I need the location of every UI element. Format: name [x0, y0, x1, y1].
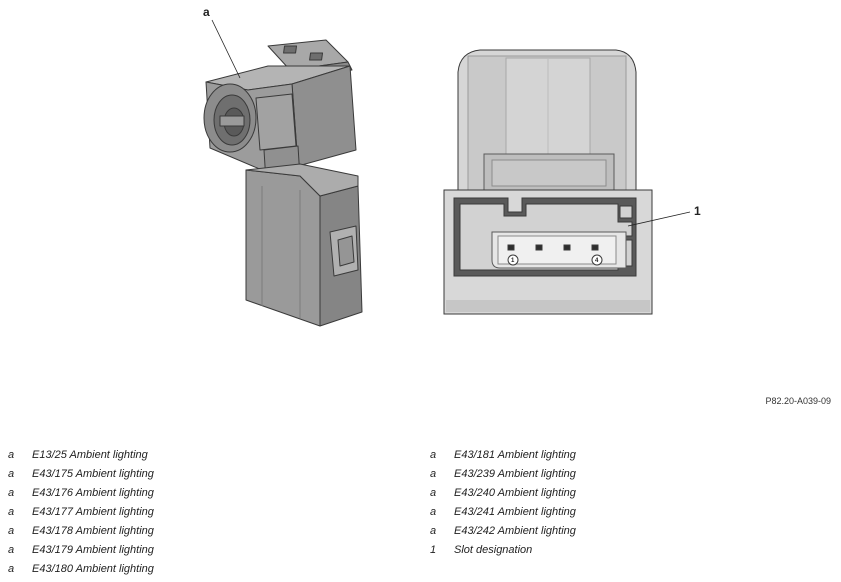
legend-item: a E43/240 Ambient lighting: [430, 484, 576, 503]
connector-front-view: [443, 49, 653, 315]
connector-isometric-view: [203, 39, 363, 327]
legend-key: a: [8, 544, 15, 556]
legend-text: E43/179 Ambient lighting: [32, 544, 154, 556]
legend-text: E43/240 Ambient lighting: [454, 487, 576, 499]
legend-text: E13/25 Ambient lighting: [32, 449, 148, 461]
callout-a: a: [203, 5, 210, 19]
legend-item: a E13/25 Ambient lighting: [8, 446, 154, 465]
legend-text: Slot designation: [454, 544, 533, 556]
legend-item: 1 Slot designation: [430, 541, 576, 560]
legend-item: a E43/242 Ambient lighting: [430, 522, 576, 541]
legend-text: E43/176 Ambient lighting: [32, 487, 154, 499]
leader-line-1: [627, 211, 691, 227]
callout-1: 1: [694, 204, 701, 218]
pin-label-4: 4: [595, 258, 599, 264]
legend-text: E43/178 Ambient lighting: [32, 525, 154, 537]
legend-text: E43/181 Ambient lighting: [454, 449, 576, 461]
connector-diagram: a 1 4 1: [203, 5, 701, 327]
legend-item: a E43/177 Ambient lighting: [8, 503, 154, 522]
pin-label-1: 1: [511, 258, 515, 264]
legend-key: a: [8, 525, 15, 537]
legend-key: a: [8, 449, 15, 461]
legend-item: a E43/176 Ambient lighting: [8, 484, 154, 503]
legend-key: a: [430, 449, 437, 461]
legend-key: a: [8, 563, 15, 575]
legend-key: a: [430, 506, 437, 518]
legend-item: a E43/180 Ambient lighting: [8, 560, 154, 579]
figure-code: P82.20-A039-09: [765, 396, 831, 406]
legend-item: a E43/241 Ambient lighting: [430, 503, 576, 522]
legend-key: a: [8, 506, 15, 518]
legend-item: a E43/239 Ambient lighting: [430, 465, 576, 484]
legend-item: a E43/181 Ambient lighting: [430, 446, 576, 465]
legend-text: E43/241 Ambient lighting: [454, 506, 576, 518]
legend-text: E43/177 Ambient lighting: [32, 506, 154, 518]
legend-key: a: [8, 487, 15, 499]
legend-item: a E43/179 Ambient lighting: [8, 541, 154, 560]
legend-key: a: [8, 468, 15, 480]
legend-item: a E43/175 Ambient lighting: [8, 465, 154, 484]
legend-text: E43/242 Ambient lighting: [454, 525, 576, 537]
legend-text: E43/180 Ambient lighting: [32, 563, 154, 575]
legend-key: a: [430, 487, 437, 499]
legend-key: a: [430, 525, 437, 537]
legend-text: E43/175 Ambient lighting: [32, 468, 154, 480]
legend-item: a E43/178 Ambient lighting: [8, 522, 154, 541]
leader-line-a: [211, 19, 241, 79]
legend-text: E43/239 Ambient lighting: [454, 468, 576, 480]
legend-key: a: [430, 468, 437, 480]
legend-key: 1: [430, 544, 437, 556]
